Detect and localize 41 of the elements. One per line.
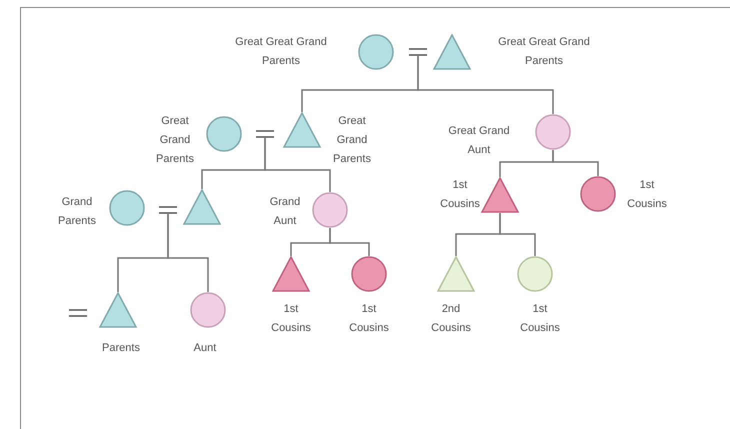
person-label: Grand Aunt (268, 195, 302, 229)
descent-line (417, 56, 554, 114)
male-triangle (272, 256, 310, 292)
marriage-sign (159, 206, 177, 214)
person-label: 1st Cousins (626, 178, 668, 212)
marriage-sign (409, 48, 427, 56)
person-label: Great Grand Aunt (447, 124, 511, 158)
marriage-sign (256, 130, 274, 138)
descent-line (329, 228, 370, 256)
female-circle (517, 256, 553, 292)
person-label: 1st Cousins (348, 302, 390, 336)
person-label: Great Grand Parents (332, 114, 372, 166)
male-triangle (433, 34, 471, 70)
person-label: Great Great Grand Parents (497, 35, 591, 69)
descent-line (264, 138, 331, 192)
descent-line (167, 214, 209, 292)
person-label: Parents (101, 340, 141, 356)
person-label: 1st Cousins (519, 302, 561, 336)
female-circle (312, 192, 348, 228)
person-label: Grand Parents (57, 195, 97, 229)
person-label: Aunt (192, 340, 218, 356)
male-triangle (437, 256, 475, 292)
male-triangle (481, 177, 519, 213)
female-circle (535, 114, 571, 150)
person-label: Great Great Grand Parents (234, 35, 328, 69)
male-triangle (99, 292, 137, 328)
marriage-sign (69, 309, 87, 317)
person-label: 2nd Cousins (430, 302, 472, 336)
male-triangle (283, 112, 321, 148)
female-circle (206, 116, 242, 152)
female-circle (358, 34, 394, 70)
descent-line (552, 150, 599, 176)
female-circle (580, 176, 616, 212)
descent-line (499, 213, 536, 256)
person-label: 1st Cousins (270, 302, 312, 336)
female-circle (109, 190, 145, 226)
female-circle (351, 256, 387, 292)
person-label: 1st Cousins (439, 178, 481, 212)
male-triangle (183, 189, 221, 225)
female-circle (190, 292, 226, 328)
person-label: Great Grand Parents (155, 114, 195, 166)
